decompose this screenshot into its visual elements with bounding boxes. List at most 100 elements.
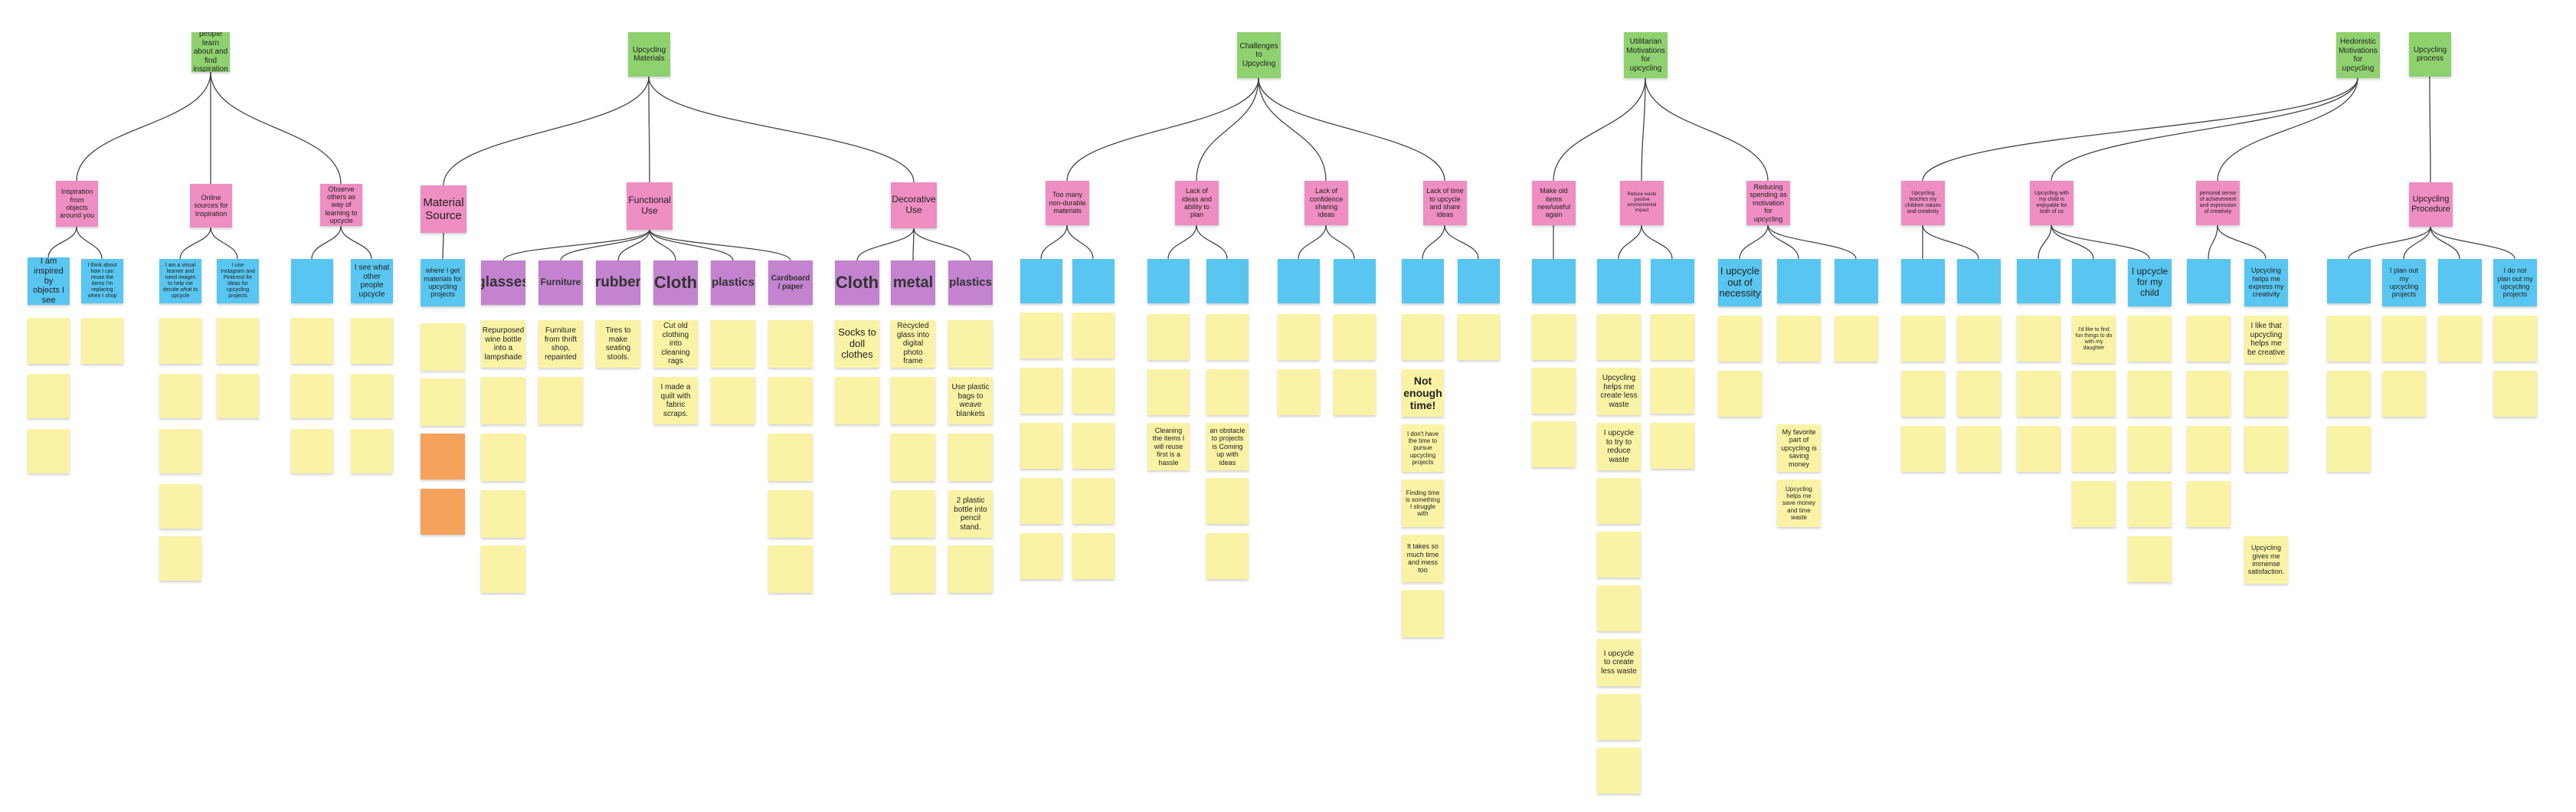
quote-note[interactable] [1072, 423, 1115, 469]
quote-note[interactable] [768, 377, 813, 424]
theme-note[interactable]: Observe others as way of learning to upc… [320, 184, 362, 226]
quote-note[interactable] [768, 434, 813, 481]
quote-note[interactable] [1206, 314, 1249, 360]
theme-note[interactable]: Material Source [421, 185, 466, 233]
quote-note[interactable] [159, 484, 201, 529]
theme-note[interactable]: Upcycling with my child is enjoyable for… [2030, 181, 2074, 225]
material-note[interactable]: Cardboard / paper [768, 260, 813, 305]
insight-note[interactable]: I am inspired by objects I see [28, 257, 70, 305]
theme-note[interactable]: Upcycling teaches my children values and… [1901, 181, 1945, 225]
insight-note[interactable] [2327, 259, 2371, 303]
quote-note[interactable] [2493, 371, 2537, 417]
quote-note[interactable] [2128, 536, 2172, 582]
quote-note[interactable]: Upcycling gives me immense satisfaction. [2244, 536, 2288, 584]
quote-note[interactable] [2128, 371, 2172, 417]
insight-note[interactable]: I use Instagram and Pinterest for ideas … [217, 259, 259, 303]
quote-note[interactable] [1020, 478, 1062, 524]
quote-note[interactable] [28, 318, 70, 364]
quote-note[interactable] [1957, 426, 2001, 472]
quote-note[interactable] [159, 429, 201, 473]
material-note[interactable]: Cloth [835, 260, 879, 305]
insight-note[interactable] [2187, 259, 2231, 303]
theme-note[interactable]: Lack of time to upcycle and share ideas [1423, 181, 1467, 225]
quote-note[interactable] [1597, 694, 1641, 740]
quote-note[interactable] [2187, 371, 2231, 417]
quote-note[interactable] [948, 434, 993, 481]
quote-note[interactable] [711, 377, 755, 424]
quote-note[interactable]: Furniture from thrift shop, repainted [538, 320, 583, 368]
quote-note[interactable] [711, 320, 755, 368]
insight-note[interactable] [1020, 259, 1062, 303]
quote-note[interactable]: Use plastic bags to weave blankets [948, 377, 993, 424]
material-note[interactable]: glasses [481, 260, 525, 305]
quote-note[interactable] [768, 490, 813, 538]
quote-note[interactable] [1206, 478, 1249, 524]
theme-note[interactable]: Too many non-durable materials [1046, 181, 1089, 225]
quote-note[interactable] [1020, 533, 1062, 579]
theme-note[interactable]: Inspiration from objects around you [56, 181, 98, 227]
quote-note[interactable] [891, 377, 935, 424]
insight-note[interactable] [1402, 259, 1444, 303]
quote-note[interactable] [2327, 426, 2371, 472]
theme-note[interactable]: Reducing spending as motivation for upcy… [1746, 181, 1790, 225]
quote-note[interactable] [1206, 369, 1249, 415]
quote-note[interactable]: Recycled glass into digital photo frame [891, 320, 935, 368]
insight-note[interactable] [2438, 259, 2482, 303]
insight-note[interactable]: Upcycling helps me express my creativity [2244, 259, 2288, 306]
quote-note[interactable] [891, 545, 935, 593]
insight-note[interactable]: I upcycle for my child [2128, 259, 2172, 306]
quote-note[interactable]: Not enough time! [1402, 369, 1444, 417]
insight-note[interactable] [2017, 259, 2060, 303]
quote-note[interactable] [2017, 316, 2060, 362]
quote-note[interactable] [1901, 316, 1945, 362]
quote-note[interactable] [481, 545, 525, 593]
quote-note[interactable] [351, 318, 393, 364]
theme-note[interactable]: Make old items new/useful again [1532, 181, 1576, 225]
insight-note[interactable]: where I get materials for upcycling proj… [421, 259, 465, 306]
quote-note[interactable]: I made a quilt with fabric scraps. [653, 377, 698, 424]
quote-note[interactable]: Upcycling helps me create less waste [1597, 368, 1641, 415]
material-note[interactable]: Cloth [653, 260, 698, 305]
quote-note[interactable] [421, 378, 465, 426]
quote-note[interactable] [1901, 371, 1945, 417]
insight-note[interactable] [1597, 259, 1641, 303]
quote-note[interactable]: Upcycling helps me save money and time w… [1777, 480, 1821, 527]
insight-note[interactable] [291, 259, 333, 303]
quote-note[interactable]: It takes so much time and mess too [1402, 535, 1444, 582]
quote-note[interactable] [1835, 316, 1878, 362]
goal-note-hedonistic[interactable]: Hedonistic Motivations for upcycling [2336, 32, 2380, 78]
quote-note[interactable] [351, 374, 393, 418]
insight-note[interactable] [1777, 259, 1821, 303]
quote-note[interactable]: I'd like to find fun things to do with m… [2072, 316, 2116, 363]
insight-note[interactable] [1835, 259, 1878, 303]
insight-note[interactable] [2072, 259, 2116, 303]
insight-note[interactable] [1651, 259, 1694, 303]
quote-note[interactable] [948, 545, 993, 593]
quote-note[interactable] [1597, 585, 1641, 631]
quote-note[interactable] [2128, 426, 2172, 472]
quote-note[interactable] [1020, 313, 1062, 359]
theme-note[interactable]: personal sense of achievement and expres… [2196, 181, 2240, 225]
quote-note[interactable] [351, 429, 393, 473]
quote-note[interactable] [481, 434, 525, 481]
theme-note[interactable]: Upcycling Procedure [2409, 182, 2453, 227]
insight-note[interactable] [1458, 259, 1500, 303]
quote-note[interactable] [1651, 314, 1694, 360]
quote-note[interactable] [159, 374, 201, 418]
quote-note[interactable] [159, 536, 201, 581]
goal-note-utilitarian[interactable]: Utilitarian Motivations for upcycling [1624, 32, 1668, 78]
quote-note[interactable]: 2 plastic bottle into pencil stand. [948, 490, 993, 538]
insight-note[interactable]: I plan out my upcycling projects [2382, 259, 2426, 306]
insight-note[interactable] [1532, 259, 1576, 303]
quote-note[interactable] [1957, 316, 2001, 362]
insight-note[interactable] [1147, 259, 1190, 303]
material-note[interactable]: Furniture [538, 260, 583, 305]
theme-note[interactable]: Lack of ideas and ability to plan [1175, 181, 1219, 225]
quote-note[interactable] [2327, 316, 2371, 362]
quote-note[interactable] [1072, 313, 1115, 359]
insight-note[interactable] [1957, 259, 2001, 303]
quote-note[interactable] [1206, 533, 1249, 579]
quote-note[interactable] [1718, 371, 1762, 417]
insight-note[interactable]: I think about how I can reuse the items … [81, 259, 123, 303]
quote-note[interactable] [2382, 316, 2426, 362]
